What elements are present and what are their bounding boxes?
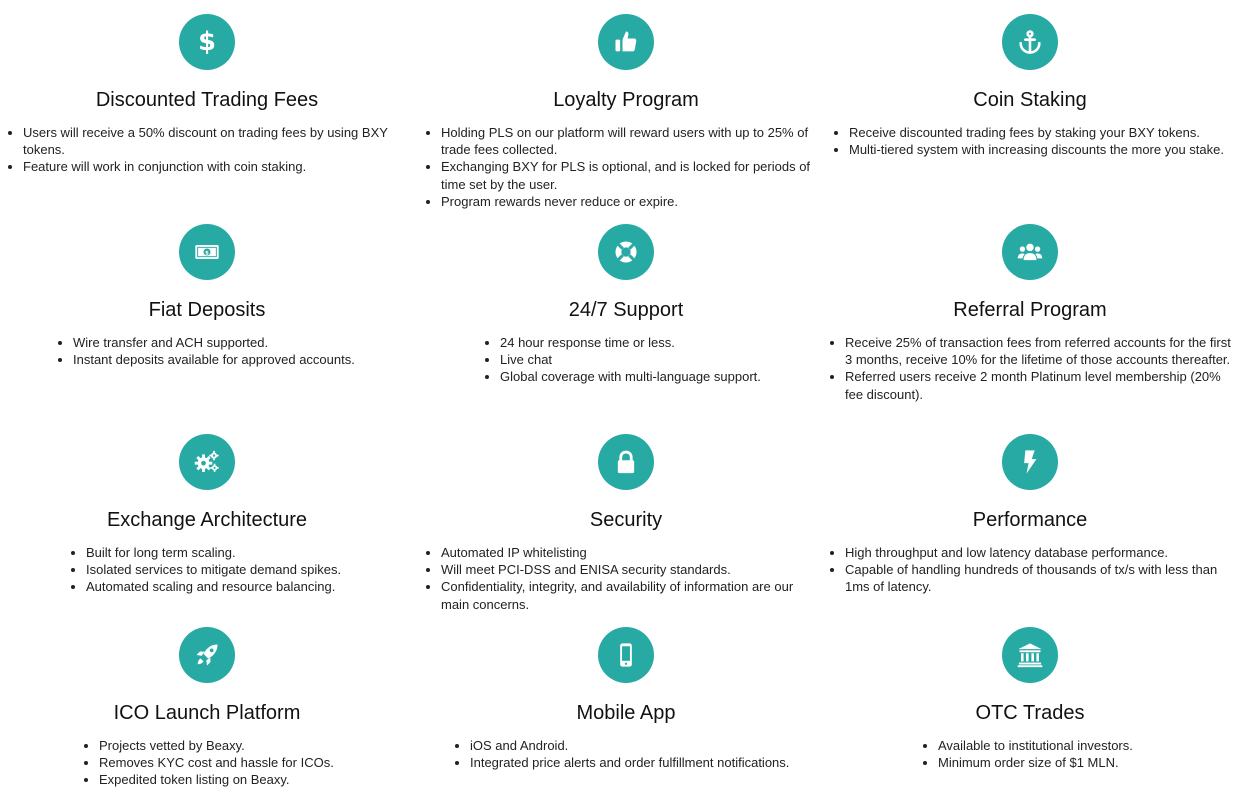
feature-bullet: Confidentiality, integrity, and availabi… xyxy=(441,578,821,612)
feature-bullet: Capable of handling hundreds of thousand… xyxy=(845,561,1241,595)
feature-bullet: Instant deposits available for approved … xyxy=(73,351,373,368)
banknote-icon: $ xyxy=(179,224,235,280)
feature-title: Mobile App xyxy=(576,702,676,724)
feature-bullets: Built for long term scaling.Isolated ser… xyxy=(68,544,386,596)
feature-title: Fiat Deposits xyxy=(148,299,266,321)
feature-title: OTC Trades xyxy=(975,702,1085,724)
feature-bullet: Exchanging BXY for PLS is optional, and … xyxy=(441,158,829,192)
feature-bullet: Available to institutional investors. xyxy=(938,737,1238,754)
feature-title: Security xyxy=(589,509,663,531)
feature-bullets: Wire transfer and ACH supported.Instant … xyxy=(55,334,373,368)
feature-bullets: Projects vetted by Beaxy.Removes KYC cos… xyxy=(81,737,399,789)
anchor-icon xyxy=(1002,14,1058,70)
svg-text:$: $ xyxy=(205,250,209,256)
feature-title: Discounted Trading Fees xyxy=(95,89,319,111)
feature-bullet: 24 hour response time or less. xyxy=(500,334,800,351)
lightning-icon xyxy=(1002,434,1058,490)
feature-title: Coin Staking xyxy=(973,89,1087,111)
feature-bullet: Will meet PCI-DSS and ENISA security sta… xyxy=(441,561,821,578)
feature-bullet: Program rewards never reduce or expire. xyxy=(441,193,829,210)
feature-title: 24/7 Support xyxy=(568,299,684,321)
feature-bullets: iOS and Android.Integrated price alerts … xyxy=(452,737,830,771)
users-icon xyxy=(1002,224,1058,280)
lock-icon xyxy=(598,434,654,490)
feature-bullets: Available to institutional investors.Min… xyxy=(920,737,1238,771)
feature-bullet: Expedited token listing on Beaxy. xyxy=(99,771,399,788)
bank-icon xyxy=(1002,627,1058,683)
feature-bullet: Receive discounted trading fees by staki… xyxy=(849,124,1241,141)
feature-bullet: Minimum order size of $1 MLN. xyxy=(938,754,1238,771)
feature-bullets: Users will receive a 50% discount on tra… xyxy=(5,124,403,176)
feature-bullet: Referred users receive 2 month Platinum … xyxy=(845,368,1241,402)
feature-bullets: Receive 25% of transaction fees from ref… xyxy=(827,334,1241,403)
feature-title: Performance xyxy=(972,509,1088,531)
feature-bullet: Receive 25% of transaction fees from ref… xyxy=(845,334,1241,368)
feature-title: Loyalty Program xyxy=(553,89,699,111)
svg-text:$: $ xyxy=(198,27,216,57)
feature-bullet: Removes KYC cost and hassle for ICOs. xyxy=(99,754,399,771)
feature-bullet: Built for long term scaling. xyxy=(86,544,386,561)
feature-bullets: High throughput and low latency database… xyxy=(827,544,1241,596)
feature-title: Referral Program xyxy=(953,299,1107,321)
feature-bullets: Automated IP whitelistingWill meet PCI-D… xyxy=(423,544,821,613)
feature-title: ICO Launch Platform xyxy=(113,702,301,724)
feature-bullet: Isolated services to mitigate demand spi… xyxy=(86,561,386,578)
feature-bullets: Holding PLS on our platform will reward … xyxy=(423,124,829,210)
feature-bullet: Automated scaling and resource balancing… xyxy=(86,578,386,595)
feature-bullet: Integrated price alerts and order fulfil… xyxy=(470,754,830,771)
feature-bullet: High throughput and low latency database… xyxy=(845,544,1241,561)
dollar-icon: $ xyxy=(179,14,235,70)
feature-bullet: Live chat xyxy=(500,351,800,368)
rocket-icon xyxy=(179,627,235,683)
feature-bullet: iOS and Android. xyxy=(470,737,830,754)
feature-title: Exchange Architecture xyxy=(106,509,308,531)
feature-bullet: Users will receive a 50% discount on tra… xyxy=(23,124,403,158)
feature-bullet: Feature will work in conjunction with co… xyxy=(23,158,403,175)
feature-bullet: Automated IP whitelisting xyxy=(441,544,821,561)
feature-bullet: Wire transfer and ACH supported. xyxy=(73,334,373,351)
feature-bullet: Multi-tiered system with increasing disc… xyxy=(849,141,1241,158)
feature-bullet: Holding PLS on our platform will reward … xyxy=(441,124,829,158)
feature-bullets: Receive discounted trading fees by staki… xyxy=(831,124,1241,158)
feature-bullets: 24 hour response time or less.Live chatG… xyxy=(482,334,800,386)
feature-bullet: Projects vetted by Beaxy. xyxy=(99,737,399,754)
thumbs-up-icon xyxy=(598,14,654,70)
feature-bullet: Global coverage with multi-language supp… xyxy=(500,368,800,385)
mobile-icon xyxy=(598,627,654,683)
lifebuoy-icon xyxy=(598,224,654,280)
gears-icon xyxy=(179,434,235,490)
